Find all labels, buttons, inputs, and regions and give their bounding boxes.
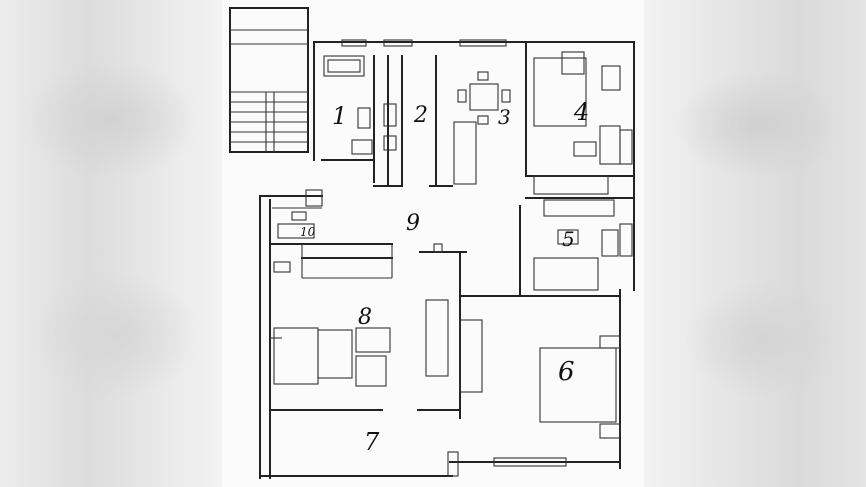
outer-walls [259, 41, 635, 479]
room-label-2: 2 [413, 103, 428, 128]
room-label-10: 10 [300, 225, 316, 239]
floor-plan-drawing: 1 2 3 4 5 6 7 8 9 10 [229, 7, 635, 479]
room-8-living [269, 299, 483, 411]
room-10-wc [272, 189, 323, 239]
blurred-background-right [644, 0, 866, 487]
room-label-1: 1 [332, 102, 347, 130]
room-2 [373, 55, 453, 187]
room-5 [519, 205, 633, 297]
room-label-6: 6 [558, 357, 575, 387]
room-7 [447, 451, 567, 477]
room-label-4: 4 [573, 98, 589, 126]
room-4-bedroom [525, 57, 635, 217]
room-label-3: 3 [498, 105, 511, 129]
room-1-bathroom [323, 55, 375, 183]
room-label-8: 8 [358, 305, 372, 330]
room-label-9: 9 [406, 211, 420, 236]
room-label-7: 7 [364, 428, 380, 456]
room-6-bedroom [539, 335, 621, 439]
staircase [229, 7, 309, 153]
room-3-dining [453, 43, 527, 185]
top-windows [341, 39, 585, 75]
blurred-background-left [0, 0, 222, 487]
hall-walls [271, 243, 521, 419]
room-label-5: 5 [562, 227, 575, 251]
room-labels: 1 2 3 4 5 6 7 8 9 10 [300, 98, 589, 456]
